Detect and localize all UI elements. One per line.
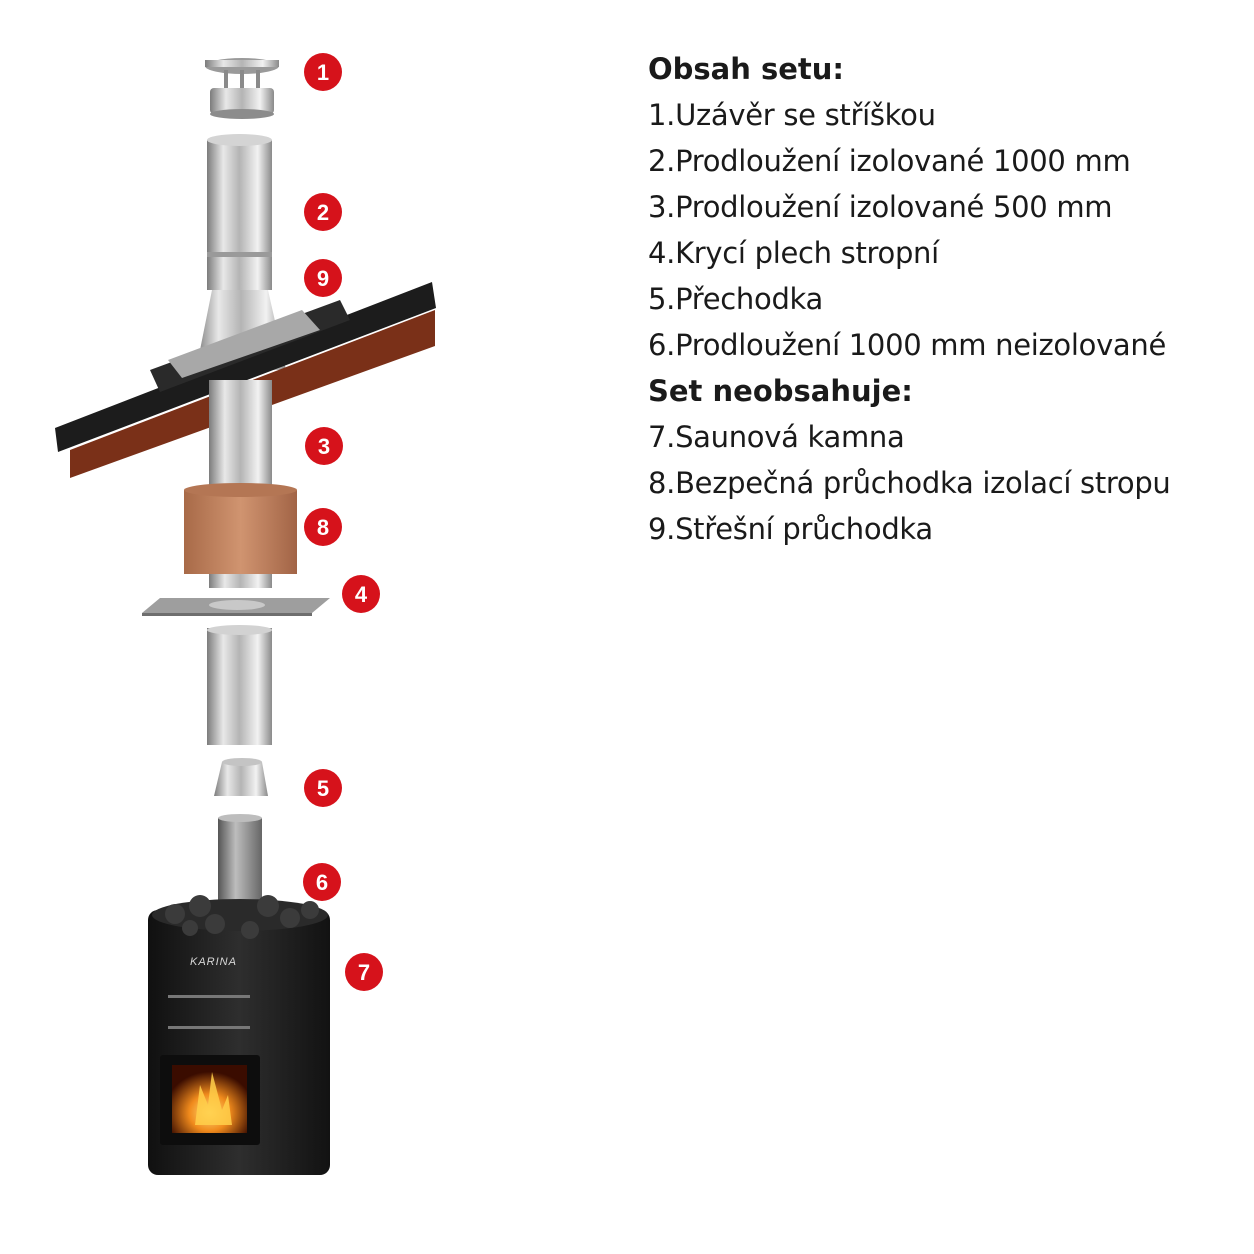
excluded-item-9: 9.Střešní průchodka	[648, 512, 933, 546]
excluded-heading: Set neobsahuje:	[648, 374, 913, 408]
badge-label: 4	[355, 582, 368, 607]
included-item-6: 6.Prodloužení 1000 mm neizolované	[648, 328, 1167, 362]
included-item-2: 2.Prodloužení izolované 1000 mm	[648, 144, 1131, 178]
included-item-3: 3.Prodloužení izolované 500 mm	[648, 190, 1113, 224]
badge-label: 5	[317, 776, 329, 801]
badge-label: 1	[317, 60, 329, 85]
badge-label: 3	[318, 434, 330, 459]
sauna-stove-icon: KARINA	[148, 895, 330, 1175]
badge-label: 7	[358, 960, 370, 985]
included-item-1: 1.Uzávěr se stříškou	[648, 98, 936, 132]
parts-legend: Obsah setu: 1.Uzávěr se stříškou 2.Prodl…	[648, 46, 1238, 552]
included-heading: Obsah setu:	[648, 52, 845, 86]
part-badge-2: 2	[304, 193, 342, 231]
chimney-cap-icon	[205, 58, 279, 119]
included-item-4: 4.Krycí plech stropní	[648, 236, 939, 270]
insulated-pipe-1000-icon	[207, 134, 272, 290]
part-badge-6: 6	[303, 863, 341, 901]
adapter-icon	[214, 758, 268, 796]
part-badge-3: 3	[305, 427, 343, 465]
badge-label: 9	[317, 266, 329, 291]
pipe-segment	[207, 625, 272, 745]
excluded-item-8: 8.Bezpečná průchodka izolací stropu	[648, 466, 1171, 500]
part-badge-5: 5	[304, 769, 342, 807]
part-badge-7: 7	[345, 953, 383, 991]
badge-label: 2	[317, 200, 329, 225]
ceiling-insulation-sleeve-icon	[184, 483, 297, 588]
insulated-pipe-500-icon	[209, 380, 272, 492]
badge-label: 6	[316, 870, 328, 895]
excluded-item-7: 7.Saunová kamna	[648, 420, 905, 454]
chimney-set-diagram: KARINA 1 2 9 3 8 4 5 6 7	[55, 53, 436, 1175]
part-badge-9: 9	[304, 259, 342, 297]
ceiling-cover-plate-icon	[142, 598, 330, 616]
part-badge-8: 8	[304, 508, 342, 546]
included-item-5: 5.Přechodka	[648, 282, 824, 316]
badge-label: 8	[317, 515, 329, 540]
stove-brand-label: KARINA	[190, 956, 237, 968]
part-badge-1: 1	[304, 53, 342, 91]
part-badge-4: 4	[342, 575, 380, 613]
